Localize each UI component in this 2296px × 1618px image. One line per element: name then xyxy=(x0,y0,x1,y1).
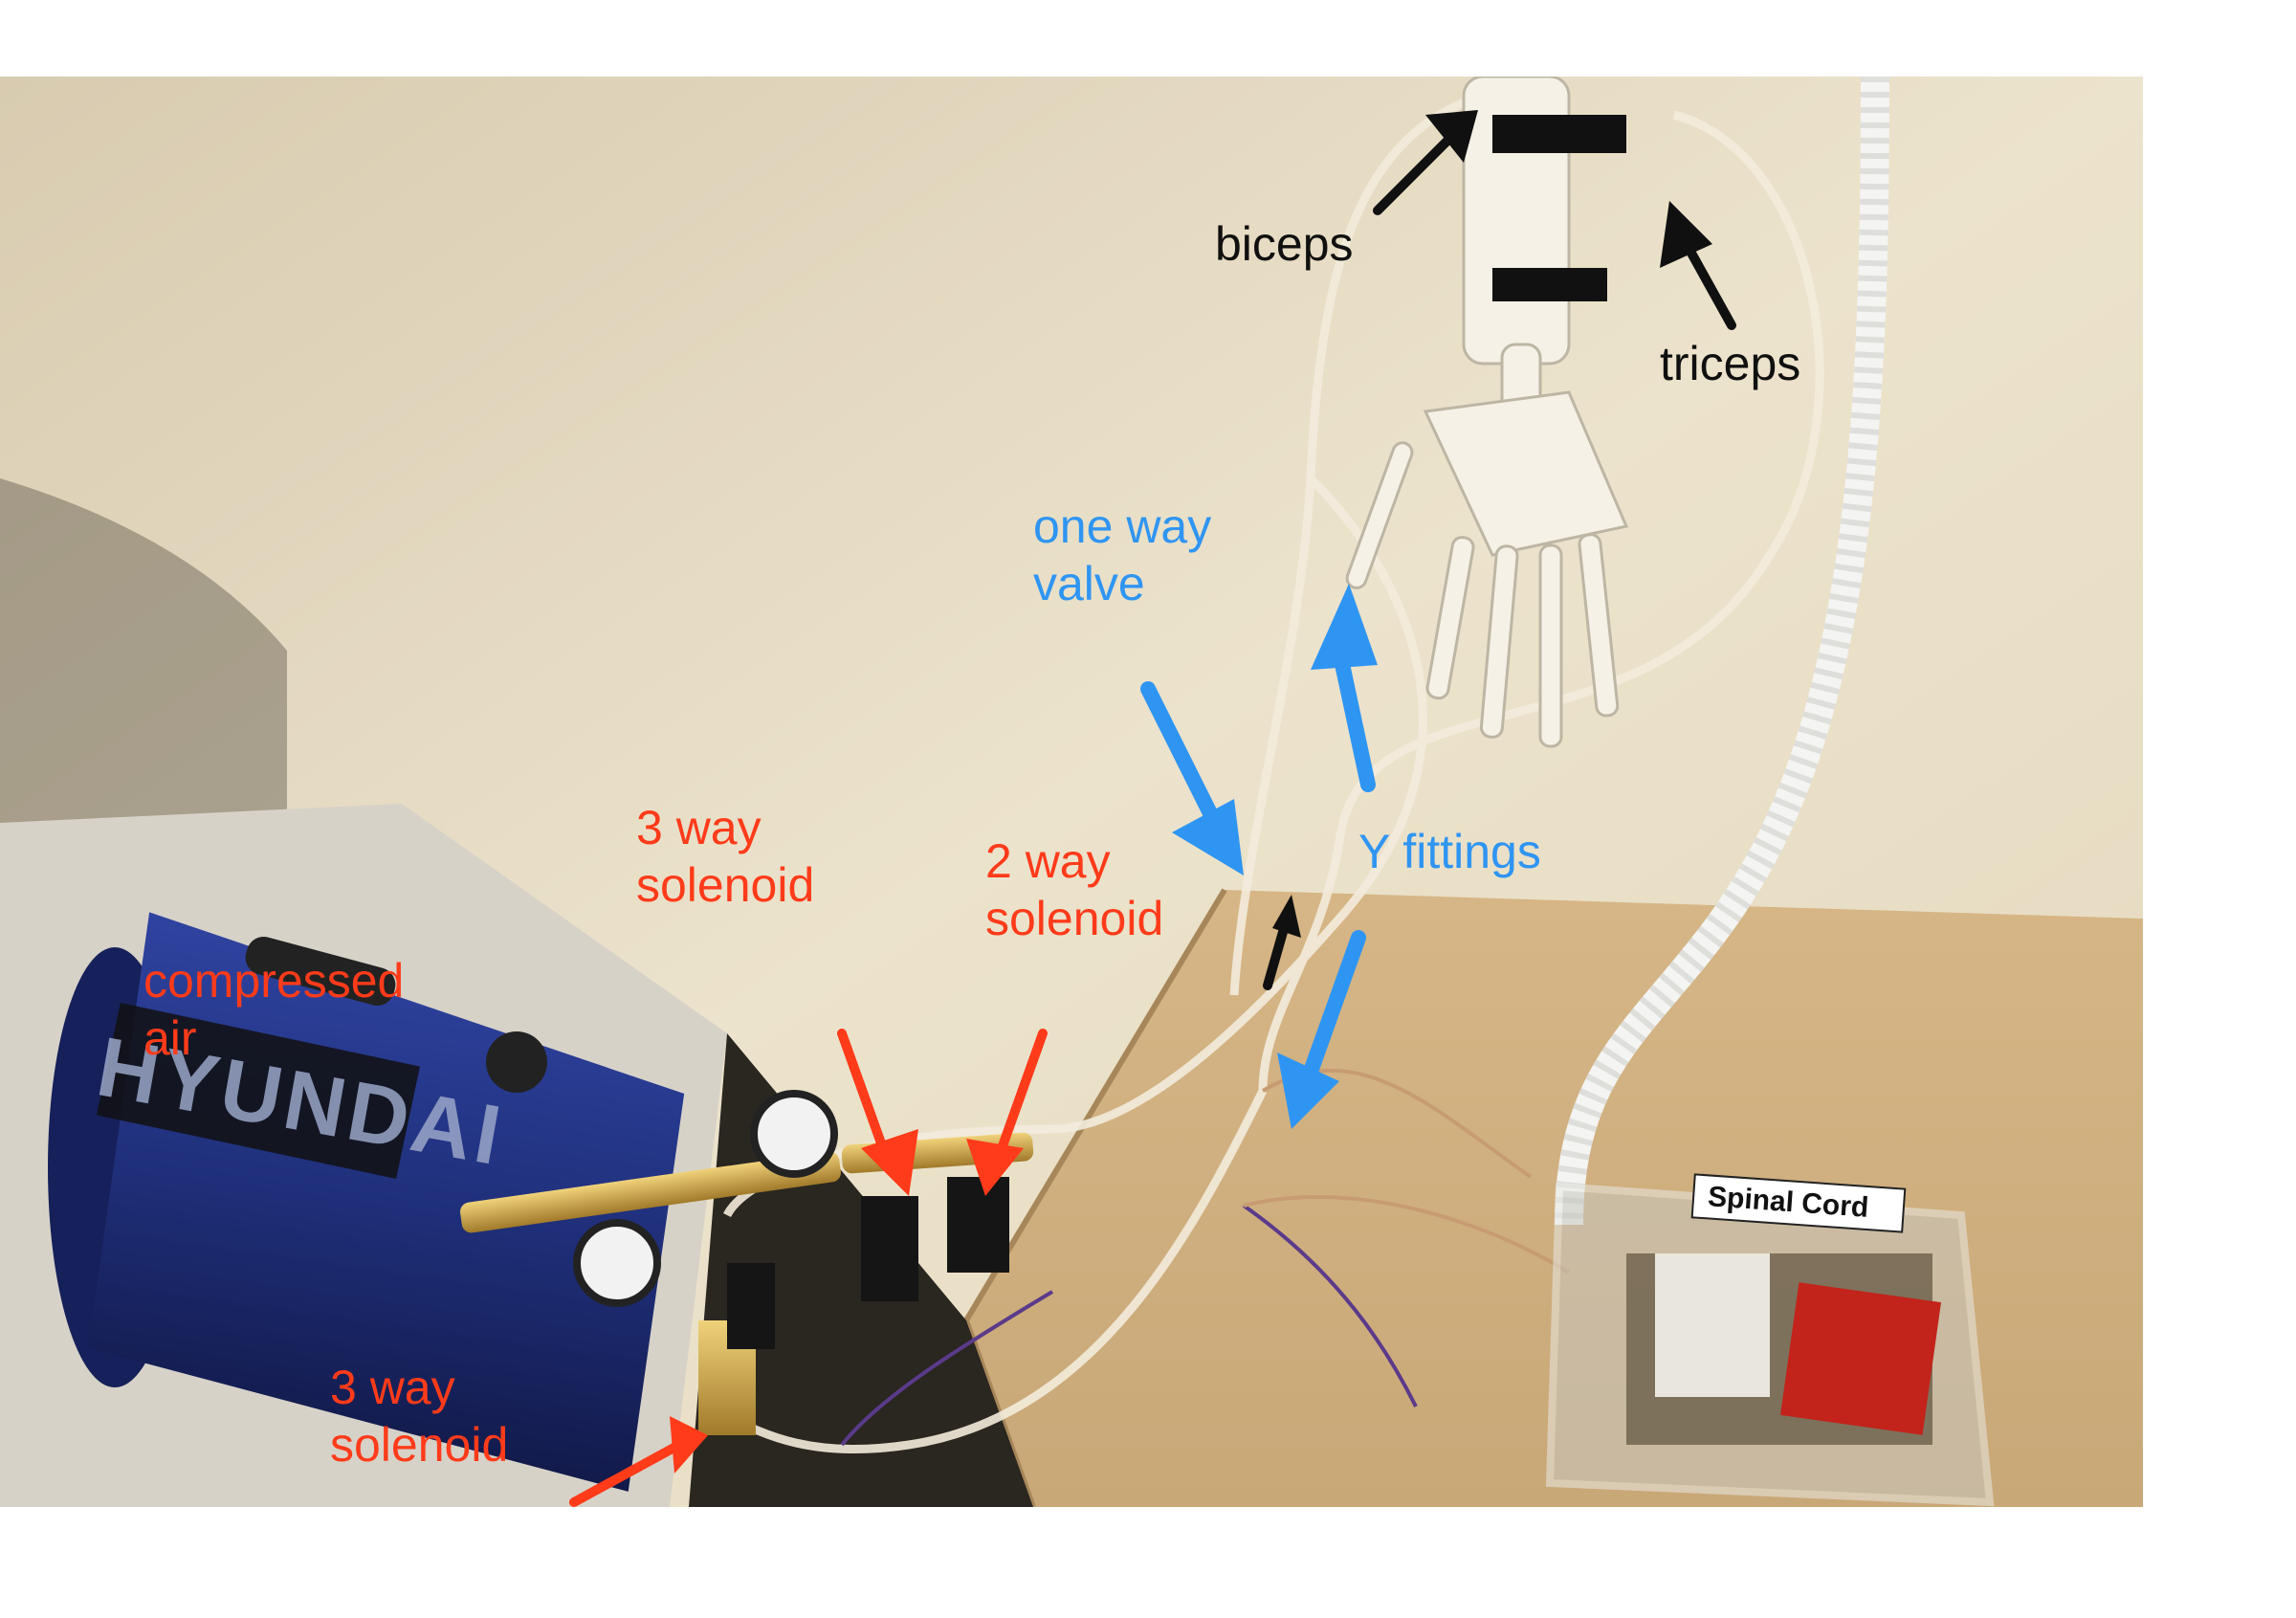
annotated-photo: HYUNDAI Spinal Cord compressed air 3 way… xyxy=(0,77,2143,1507)
label-y-fittings: Y fittings xyxy=(1358,825,1541,878)
label-compressed-air: compressed air xyxy=(144,954,405,1065)
wires xyxy=(840,1068,1571,1447)
label-one-way-valve: one way valve xyxy=(1033,499,1212,610)
label-3-way-solenoid-bottom: 3 way solenoid xyxy=(330,1361,509,1472)
label-2-way-solenoid: 2 way solenoid xyxy=(985,834,1164,945)
black-arrows xyxy=(1263,110,1736,990)
blue-arrows xyxy=(1140,584,1378,1129)
photo-scene xyxy=(0,77,2143,1507)
arm-strap-bottom xyxy=(1492,268,1607,301)
arm-strap-top xyxy=(1492,115,1626,153)
gauge-1 xyxy=(750,1090,838,1178)
gauge-2 xyxy=(573,1219,661,1307)
label-triceps: triceps xyxy=(1660,337,1801,390)
solenoid-a xyxy=(861,1196,918,1301)
red-arrows xyxy=(569,1029,1048,1507)
solenoid-b xyxy=(947,1177,1009,1273)
gauge-3 xyxy=(486,1031,547,1093)
label-biceps: biceps xyxy=(1215,217,1354,271)
label-3-way-solenoid-top: 3 way solenoid xyxy=(636,801,815,912)
spinal-cord-box xyxy=(1545,1173,1995,1507)
fittings xyxy=(460,1031,1034,1435)
